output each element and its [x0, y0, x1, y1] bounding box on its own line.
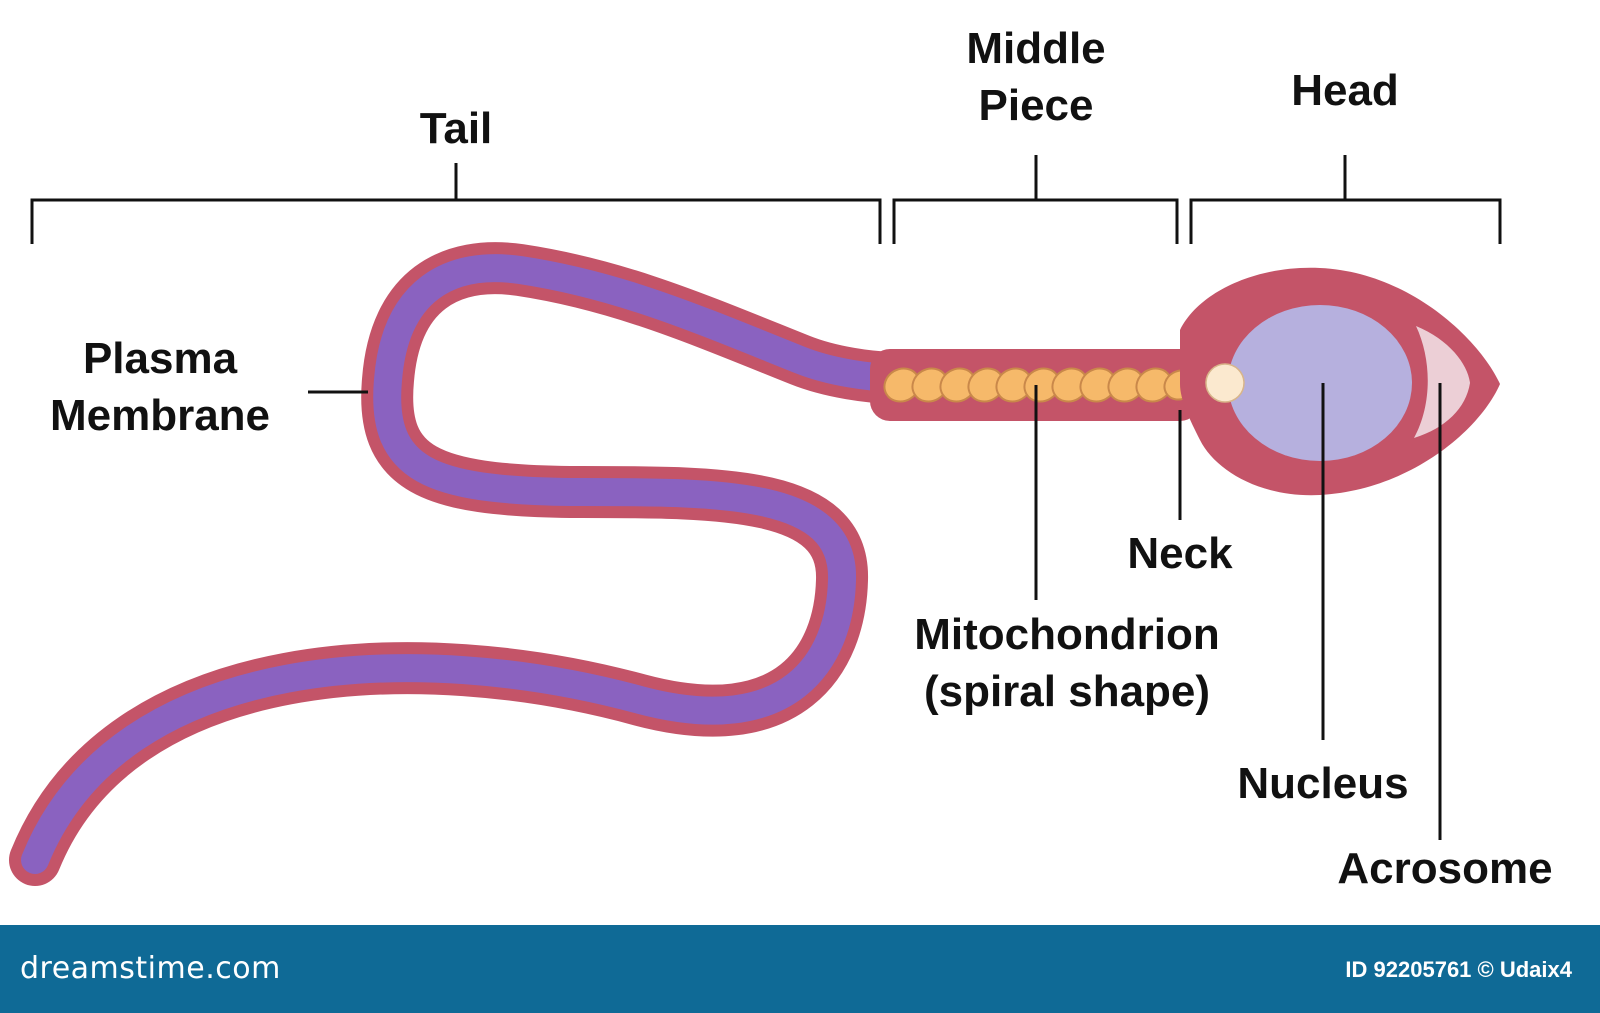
image-credit: ID 92205761 © Udaix4 [1345, 957, 1572, 982]
tail-core [21, 254, 914, 874]
acrosome-label: Acrosome [1337, 844, 1553, 893]
footer-bar: dreamstime.com ID 92205761 © Udaix4 [0, 925, 1600, 1013]
tail-bracket [30, 163, 882, 244]
neck-label: Neck [1127, 529, 1233, 578]
head-bracket [1189, 155, 1502, 244]
middle-piece-bracket [892, 155, 1179, 244]
tail-label: Tail [419, 104, 493, 153]
plasma-membrane-label: Plasma Membrane [49, 334, 271, 441]
nucleus [1228, 305, 1412, 461]
mitochondrion-label: Mitochondrion (spiral shape) [914, 610, 1220, 717]
dreamstime-logo: dreamstime.com [20, 951, 281, 986]
middle-piece-label: Middle Piece [966, 24, 1106, 131]
centriole [1205, 363, 1245, 403]
nucleus-label: Nucleus [1237, 759, 1409, 808]
sperm-cell-diagram [9, 155, 1502, 886]
head-label: Head [1291, 66, 1399, 115]
acrosome [1414, 326, 1470, 438]
mitochondrion-spiral [883, 367, 1197, 403]
